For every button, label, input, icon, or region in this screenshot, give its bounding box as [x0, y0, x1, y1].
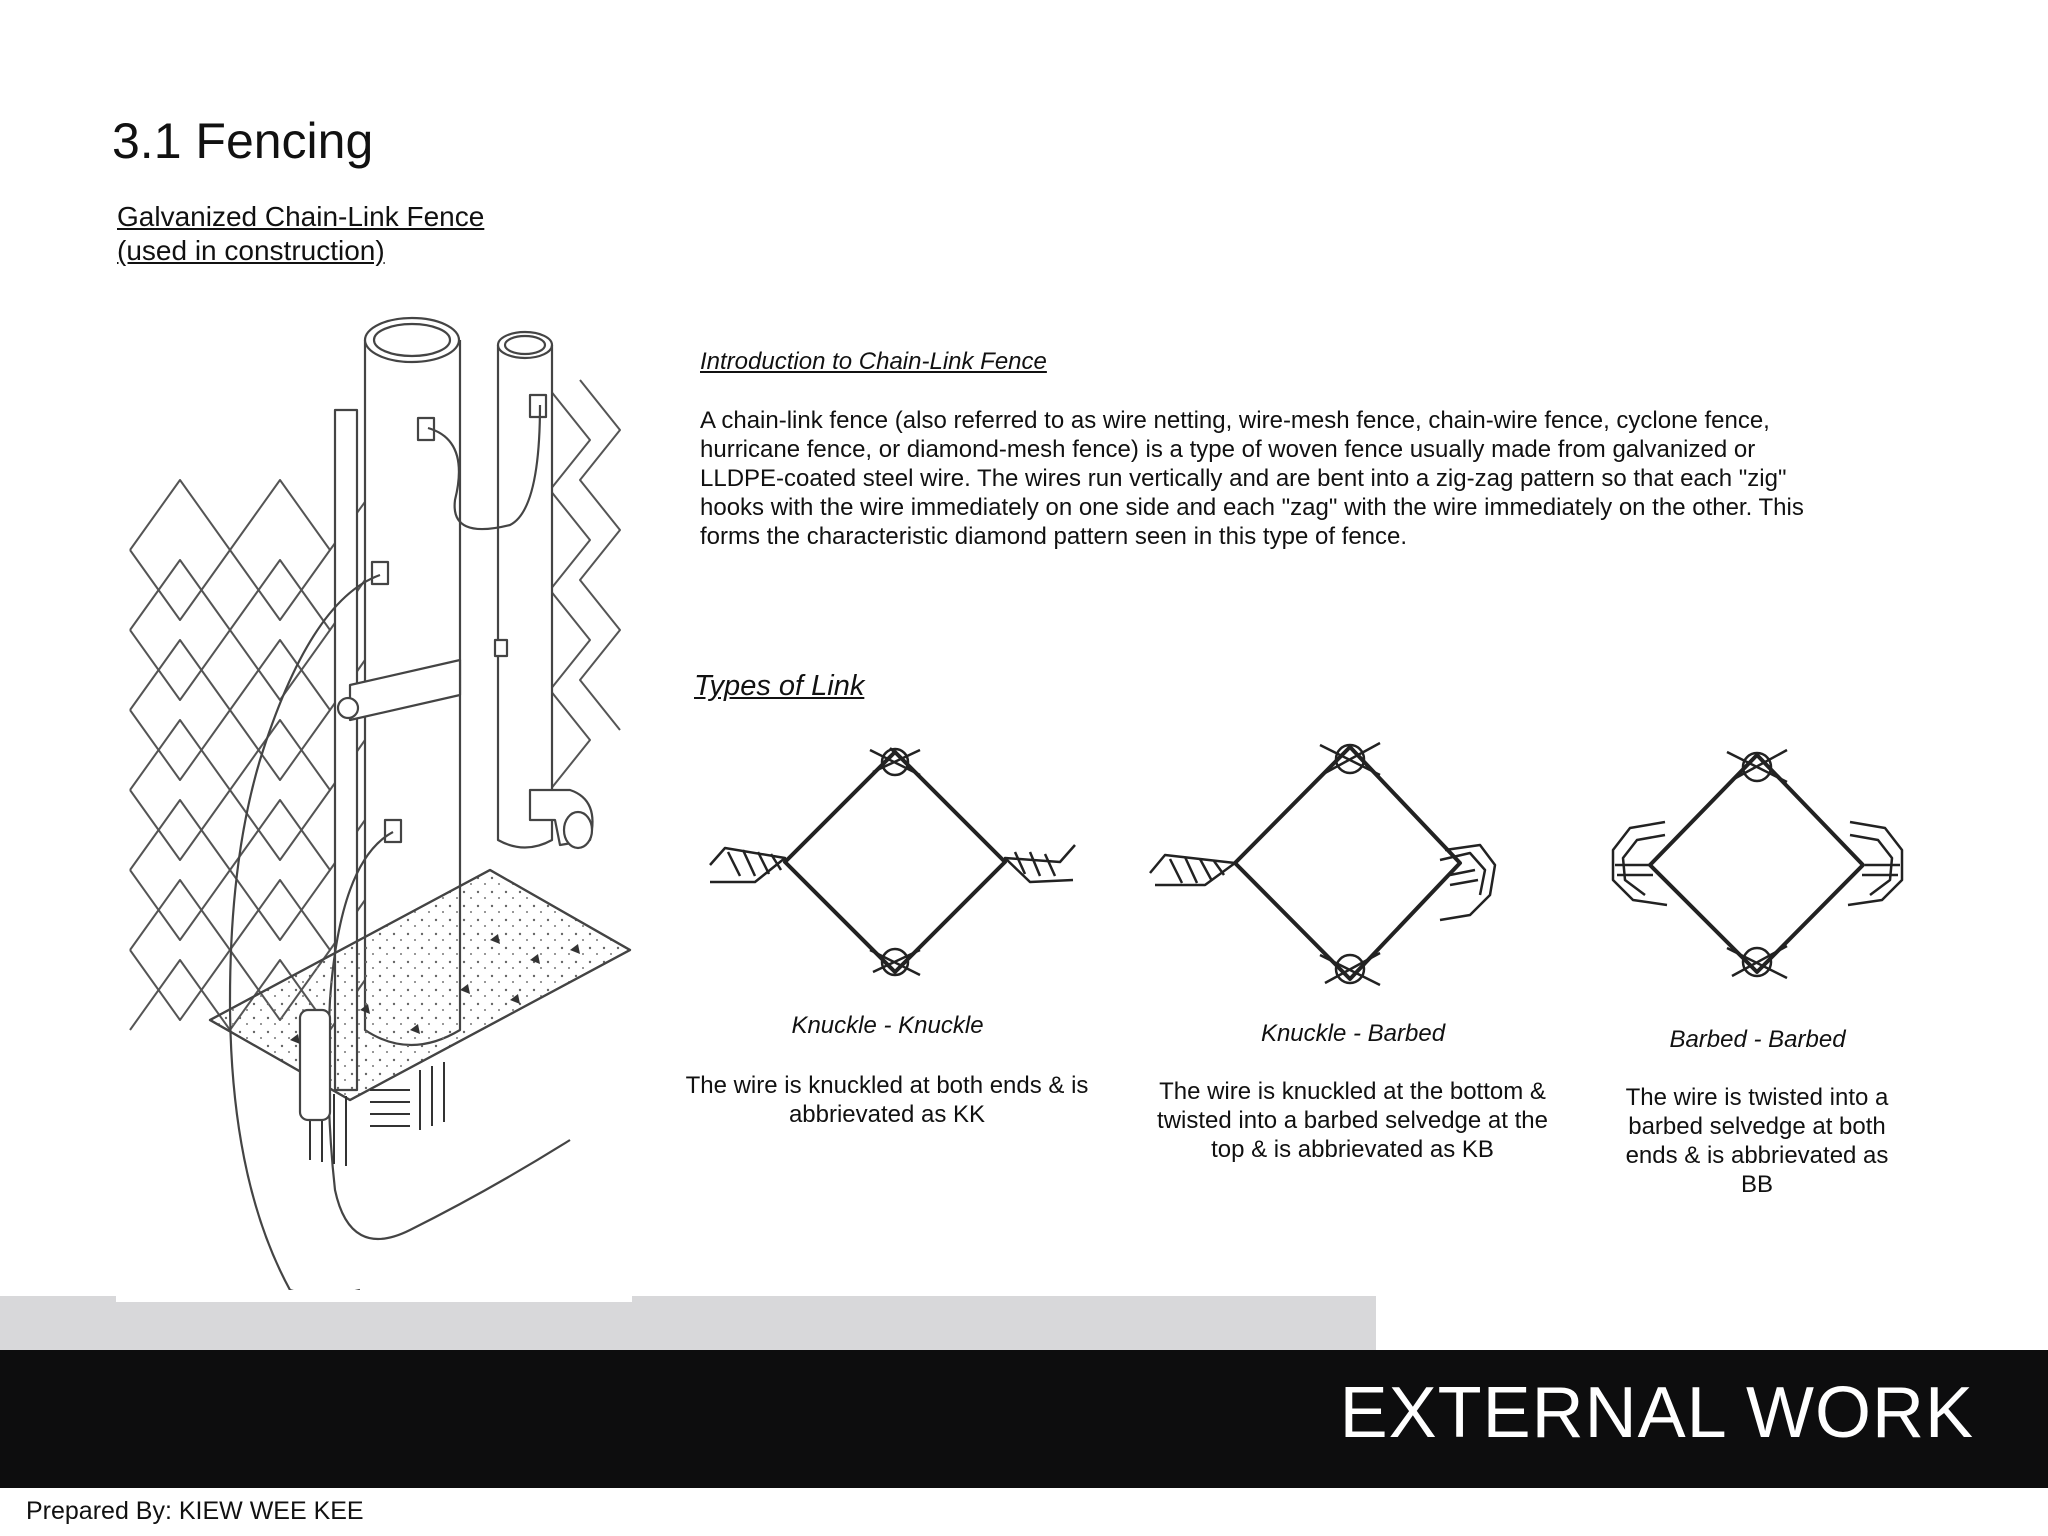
intro-heading: Introduction to Chain-Link Fence — [700, 348, 1047, 375]
footer-band — [0, 1350, 2048, 1488]
types-heading: Types of Link — [694, 670, 865, 702]
link-desc-kk: The wire is knuckled at both ends & is a… — [685, 1072, 1089, 1128]
knuckle-barbed-diagram — [1149, 741, 1497, 987]
link-desc-bb: The wire is twisted into a barbed selved… — [1625, 1084, 1889, 1198]
fence-post-illustration — [129, 316, 632, 1297]
subtitle: Galvanized Chain-Link Fence (used in con… — [117, 200, 484, 268]
illustration-base-strip — [116, 1290, 632, 1302]
link-name-kk: Knuckle - Knuckle — [791, 1012, 984, 1039]
page-title: 3.1 Fencing — [112, 113, 374, 169]
subtitle-line-2: (used in construction) — [117, 235, 385, 266]
knuckle-knuckle-diagram — [709, 747, 1076, 977]
subtitle-line-1: Galvanized Chain-Link Fence — [117, 201, 485, 232]
link-name-kb: Knuckle - Barbed — [1260, 1020, 1446, 1047]
link-desc-kb: The wire is knuckled at the bottom & twi… — [1157, 1078, 1548, 1163]
intro-paragraph: A chain-link fence (also referred to as … — [700, 407, 1804, 550]
link-name-bb: Barbed - Barbed — [1669, 1026, 1846, 1053]
footer-title: EXTERNAL WORK — [1339, 1373, 1974, 1453]
prepared-by-text: Prepared By: KIEW WEE KEE — [26, 1497, 364, 1525]
barbed-barbed-diagram — [1611, 748, 1904, 980]
grey-band — [0, 1296, 1376, 1350]
